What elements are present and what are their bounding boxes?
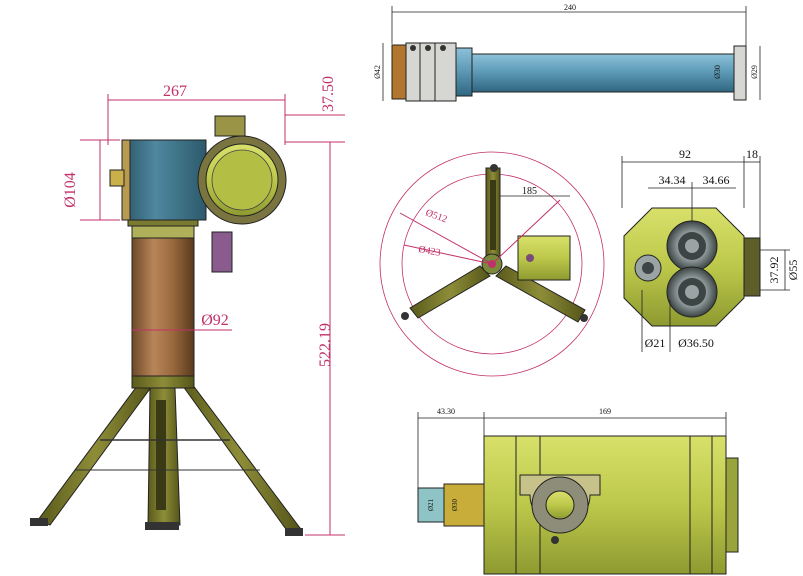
- plan-outer-circle-label: Ø512: [424, 207, 449, 225]
- head-housing: [121, 139, 207, 221]
- end-width-label: 92: [679, 147, 691, 161]
- side-top-offset-label: 37.50: [320, 76, 337, 112]
- body-collar-diameter-label: Ø30: [451, 498, 459, 511]
- side-dimensions: [80, 94, 345, 536]
- side-view: 267 37.50 Ø104 Ø92 522.19: [30, 76, 345, 536]
- end-flange-label: 18: [746, 147, 758, 161]
- side-body-diameter-label: Ø92: [201, 312, 229, 329]
- end-left-offset-label: 34.34: [659, 173, 686, 187]
- body-stem-length-label: 43.30: [437, 407, 455, 416]
- side-head-diameter-label: Ø104: [62, 172, 79, 208]
- end-large-bore-label: Ø36.50: [678, 336, 714, 350]
- plan-view: 185 Ø512 Ø423: [379, 151, 605, 377]
- tube-right-diameter-label: Ø29: [750, 65, 759, 79]
- tube-mid-diameter-label: Ø30: [713, 65, 722, 79]
- tube-length-label: 240: [564, 3, 576, 12]
- body-dimensions: [417, 412, 727, 488]
- body-length-label: 169: [599, 407, 611, 416]
- tube-left-diameter-label: Ø42: [373, 65, 382, 79]
- tripod-legs: [30, 373, 303, 536]
- tube-view: 240 Ø42 Ø30 Ø29: [373, 3, 761, 102]
- side-height-label: 522.19: [317, 323, 334, 367]
- end-small-bore-label: Ø21: [645, 336, 666, 350]
- plan-dimensions: [399, 195, 570, 265]
- end-outer-diameter-label: Ø55: [786, 260, 800, 281]
- optical-tube: [471, 53, 735, 93]
- body-column: [131, 229, 195, 377]
- end-height-label: 37.92: [767, 257, 781, 284]
- side-width-label: 267: [163, 83, 187, 100]
- main-housing: [483, 435, 727, 575]
- end-dimensions: [621, 156, 790, 352]
- end-right-offset-label: 34.66: [703, 173, 730, 187]
- plan-inner-circle-label: Ø423: [417, 244, 441, 259]
- body-view: 43.30 169 Ø21 Ø30: [417, 407, 739, 575]
- body-stem-diameter-label: Ø21: [427, 498, 435, 511]
- tube-dimensions: [382, 6, 761, 101]
- side-connector: [211, 231, 233, 273]
- end-view: 92 18 34.34 34.66 37.92 Ø55 Ø21 Ø36.50: [621, 147, 800, 352]
- plan-radius-label: 185: [522, 186, 537, 197]
